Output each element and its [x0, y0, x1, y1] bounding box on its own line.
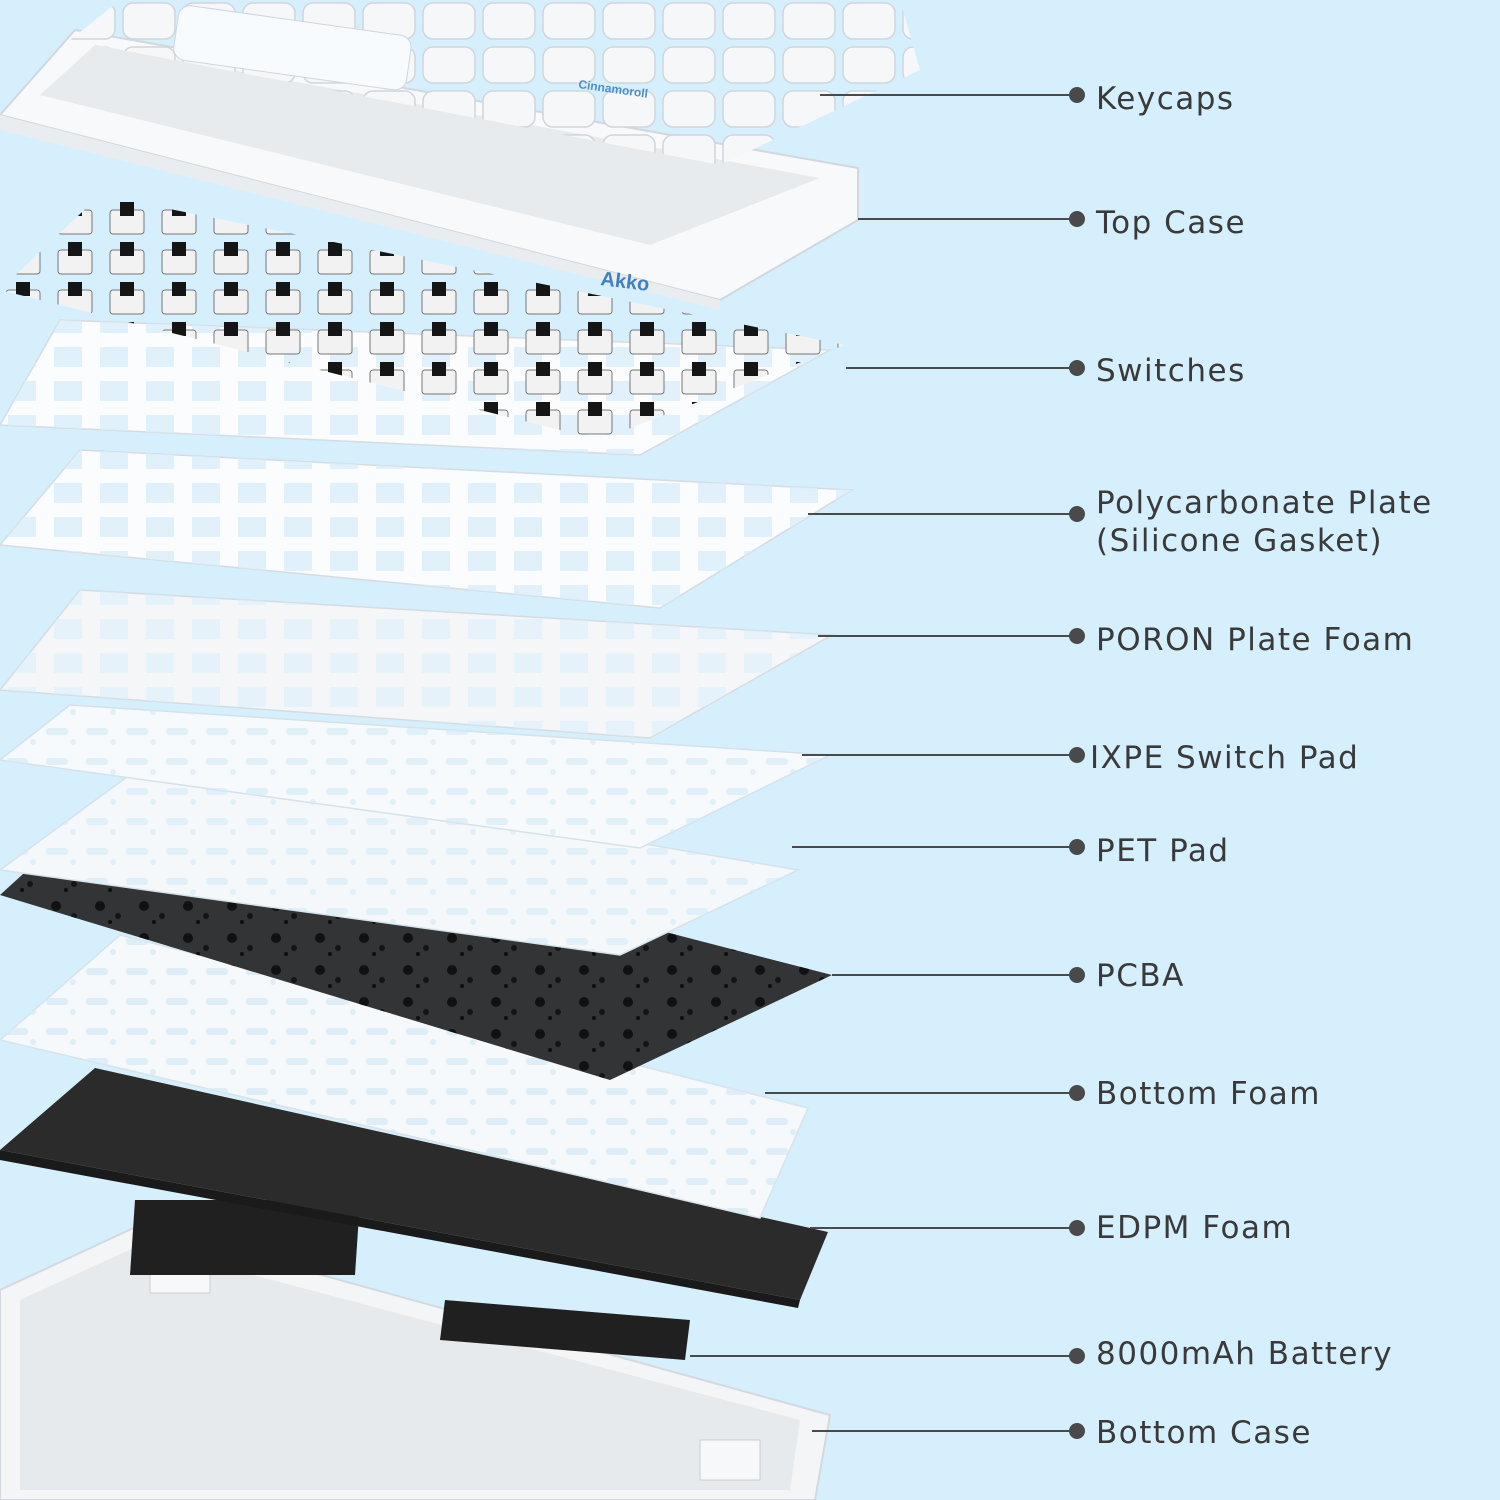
edpm-foam-shape — [0, 1068, 828, 1308]
bottom-case-leader-dot — [1069, 1423, 1085, 1439]
poron-plate-foam-leader-dot — [1069, 628, 1085, 644]
label-poron-plate-foam: PORON Plate Foam — [1096, 622, 1415, 658]
top-case-leader-dot — [1069, 211, 1085, 227]
label-edpm-foam: EDPM Foam — [1096, 1210, 1294, 1246]
label-polycarbonate-plate: Polycarbonate Plate (Silicone Gasket) — [1096, 484, 1433, 560]
bottom-case-shape — [0, 1223, 832, 1500]
poron-plate-foam-shape — [0, 589, 835, 739]
ixpe-switch-pad-shape — [0, 704, 833, 849]
battery-shape — [130, 1200, 690, 1360]
label-pcba: PCBA — [1096, 958, 1185, 994]
akko-logo: Akko — [599, 268, 650, 296]
label-keycaps: Keycaps — [1096, 81, 1235, 117]
pcba-leader-dot — [1069, 967, 1085, 983]
polycarbonate-plate-shape — [0, 449, 855, 609]
label-polycarbonate-plate-line2: (Silicone Gasket) — [1096, 523, 1384, 559]
polycarbonate-plate-leader-dot — [1069, 506, 1085, 522]
bottom-foam-leader-dot — [1069, 1085, 1085, 1101]
edpm-foam-leader-dot — [1069, 1220, 1085, 1236]
label-ixpe-switch-pad: IXPE Switch Pad — [1090, 740, 1360, 776]
label-bottom-foam: Bottom Foam — [1096, 1076, 1321, 1112]
switches-leader-dot — [1069, 360, 1085, 376]
keycaps-leader-dot — [1069, 87, 1085, 103]
label-bottom-case: Bottom Case — [1096, 1415, 1312, 1451]
label-switches: Switches — [1096, 353, 1246, 389]
battery-leader-dot — [1069, 1348, 1085, 1364]
top-case-shape: Akko — [0, 28, 859, 310]
switches-shape — [0, 195, 845, 440]
pet-pad-leader-dot — [1069, 839, 1085, 855]
label-pet-pad: PET Pad — [1096, 833, 1230, 869]
label-top-case: Top Case — [1096, 205, 1247, 241]
label-battery: 8000mAh Battery — [1096, 1336, 1394, 1372]
label-polycarbonate-plate-line1: Polycarbonate Plate — [1096, 485, 1433, 521]
ixpe-switch-pad-leader-dot — [1069, 747, 1085, 763]
leader-lines — [690, 87, 1085, 1439]
keycaps-shape: Cinnamoroll — [70, 0, 920, 165]
